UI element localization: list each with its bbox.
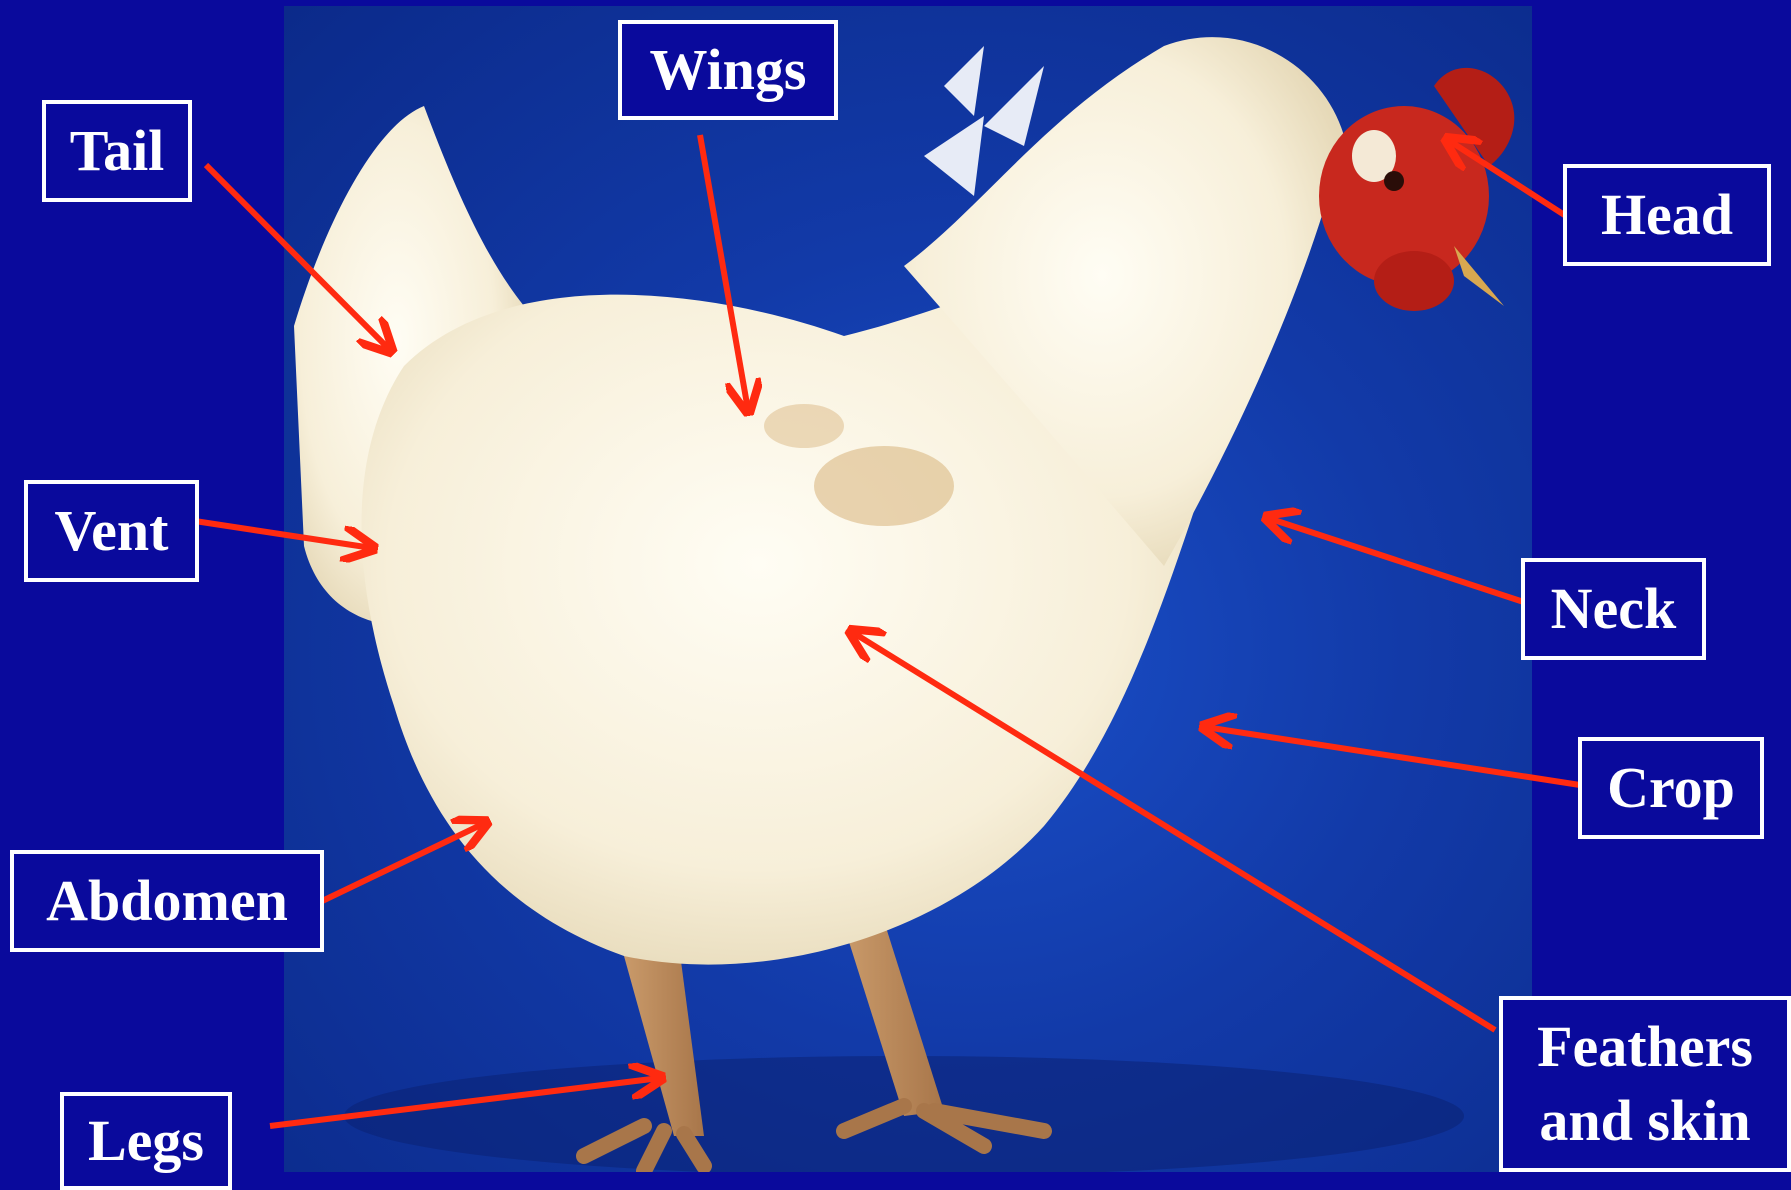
label-neck: Neck bbox=[1521, 558, 1706, 660]
label-crop: Crop bbox=[1578, 737, 1764, 839]
label-feathers-line1: Feathers bbox=[1537, 1010, 1753, 1084]
label-tail: Tail bbox=[42, 100, 192, 202]
label-feathers-line2: and skin bbox=[1539, 1084, 1750, 1158]
label-abdomen: Abdomen bbox=[10, 850, 324, 952]
label-head: Head bbox=[1563, 164, 1771, 266]
label-feathers-and-skin: Feathers and skin bbox=[1499, 996, 1791, 1172]
chicken-photo bbox=[284, 6, 1532, 1172]
chicken-head bbox=[1319, 68, 1514, 311]
label-legs: Legs bbox=[60, 1092, 232, 1190]
chicken-illustration bbox=[284, 6, 1532, 1172]
label-wings: Wings bbox=[618, 20, 838, 120]
label-vent: Vent bbox=[24, 480, 199, 582]
